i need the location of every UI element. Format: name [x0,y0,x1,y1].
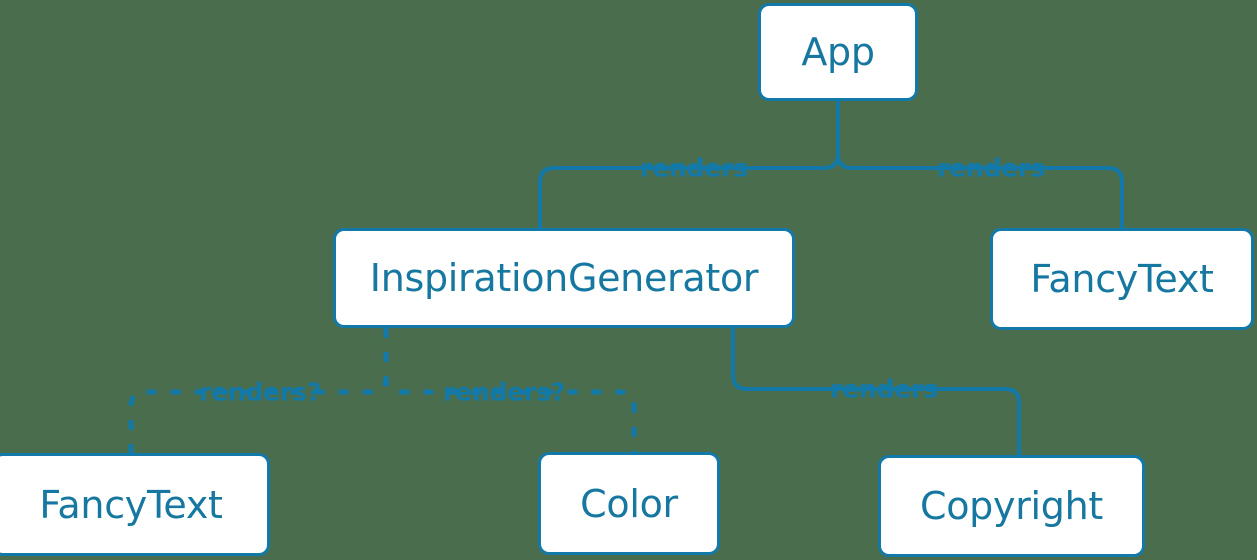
edge-app-to-fancytext-right [836,99,1124,230]
edge-label-inspiration-generator-to-copyright: renders [830,374,938,404]
edge-label-app-to-inspiration-generator: renders [640,153,748,183]
node-copyright-label: Copyright [920,484,1103,528]
edge-inspiration-generator-to-color [383,328,637,452]
node-fancytext-right[interactable]: FancyText [990,228,1254,330]
node-copyright[interactable]: Copyright [878,455,1145,557]
edge-inspiration-generator-to-copyright [731,326,1021,457]
node-app[interactable]: App [758,3,918,101]
node-color[interactable]: Color [538,452,720,555]
node-fancytext-bottom[interactable]: FancyText [0,453,270,556]
node-fancytext-bottom-label: FancyText [39,482,223,527]
node-inspiration-generator-label: InspirationGenerator [369,256,759,300]
edge-label-inspiration-generator-to-fancytext-bottom: renders? [198,377,322,407]
node-app-label: App [801,30,875,74]
node-inspiration-generator[interactable]: InspirationGenerator [333,228,795,328]
node-fancytext-right-label: FancyText [1030,257,1214,301]
node-color-label: Color [580,481,678,526]
edge-label-inspiration-generator-to-color: renders? [442,377,566,407]
edge-label-app-to-fancytext-right: renders [937,153,1045,183]
